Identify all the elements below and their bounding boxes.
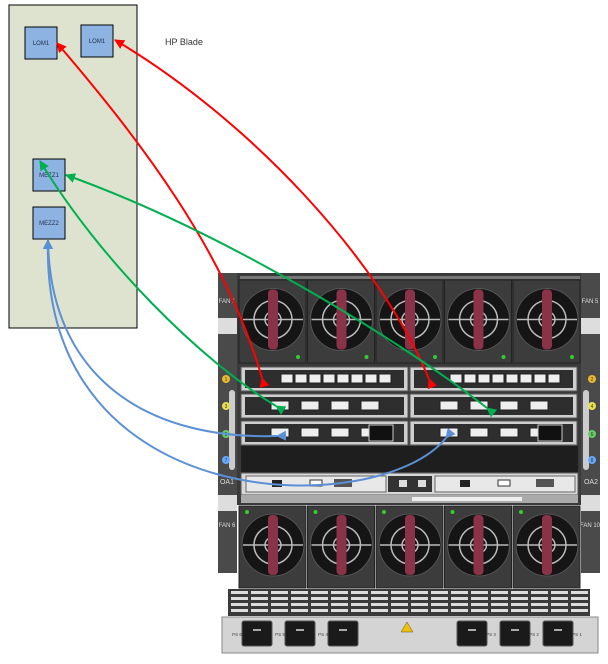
bay-number: 7 [225, 458, 228, 464]
bay-number: 8 [591, 458, 594, 464]
bay-number: 4 [591, 404, 594, 410]
port-label: LOM1 [33, 41, 50, 47]
link-mezz2-bay6 [42, 239, 456, 487]
fan [375, 505, 444, 589]
bay-number: 3 [225, 404, 228, 410]
port-label: LOM1 [89, 39, 106, 45]
bottom-fan-row [238, 505, 581, 589]
power-supply-inlet: PS 3 [456, 620, 496, 647]
oa-label: OA2 [584, 479, 598, 486]
bay-number: 2 [591, 377, 594, 383]
fan [238, 505, 307, 589]
port-label: MEZZ2 [39, 221, 59, 227]
fan-label: FAN 6 [219, 523, 236, 529]
power-supply-inlet: PS 5 [275, 620, 316, 647]
power-supply-label: PS 5 [275, 632, 285, 637]
power-supply-label: PS 6 [232, 632, 242, 637]
fan [512, 505, 581, 589]
fan [444, 279, 512, 364]
fan [375, 279, 444, 364]
port-mezz2: MEZZ2 [32, 206, 66, 240]
fan [444, 505, 512, 589]
oa-label: OA1 [220, 479, 234, 486]
power-supply-inlet: PS 4 [318, 620, 359, 647]
power-supply-inlet: PS 6 [232, 620, 273, 647]
bay-indicator [222, 456, 230, 464]
interconnect-module [240, 366, 409, 392]
power-supply-label: PS 1 [572, 632, 582, 637]
fan [307, 505, 375, 589]
port-lom1-second: LOM1 [80, 24, 114, 58]
blade-title: HP Blade [165, 37, 203, 47]
interconnect-module [409, 393, 578, 419]
fan [512, 279, 581, 364]
fan [307, 279, 375, 364]
vent-grille [228, 589, 590, 616]
power-supply-label: PS 4 [318, 632, 328, 637]
fan-label: FAN 10 [580, 523, 601, 529]
port-lom1: LOM1 [24, 26, 58, 60]
bay-number: 1 [225, 377, 228, 383]
power-supply-inlet: PS 2 [499, 620, 539, 647]
bay-number: 6 [591, 432, 594, 438]
fan [238, 279, 307, 364]
power-supply-label: PS 2 [529, 632, 539, 637]
bay-indicator [588, 402, 596, 410]
bay-indicator [588, 375, 596, 383]
onboard-administrator-row [240, 472, 579, 503]
bay-indicator [588, 430, 596, 438]
fan-label: FAN 5 [582, 299, 599, 305]
power-supply-inlet: PS 1 [542, 620, 582, 647]
interconnect-module [240, 420, 409, 446]
interconnect-module [409, 420, 578, 446]
bay-indicator [588, 456, 596, 464]
power-supply-row: PS 6 PS 5 PS 4 PS 3 PS 2 PS 1 [221, 616, 599, 654]
interconnect-module [240, 393, 409, 419]
warning-icon [400, 621, 414, 633]
top-fan-row [238, 279, 581, 364]
power-supply-label: PS 3 [486, 632, 496, 637]
